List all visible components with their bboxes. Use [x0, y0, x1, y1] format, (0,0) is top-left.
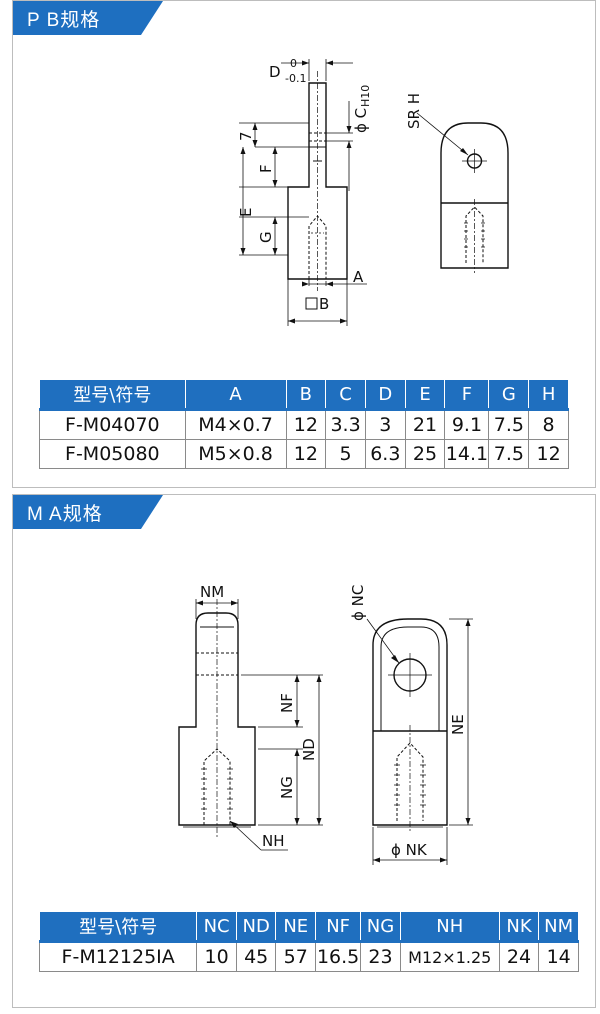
ma-th-nk: NK: [498, 911, 540, 943]
ma-front-view-outline: [372, 618, 448, 826]
table-cell: 21: [404, 409, 446, 440]
pb-dim-b-label: B: [319, 295, 329, 313]
table-cell: 5: [325, 439, 366, 469]
pb-dim-e-label: E: [237, 208, 255, 217]
table-cell: 14.1: [444, 439, 490, 469]
pb-dim-d-tol-lower: -0.1: [285, 72, 306, 85]
ma-th-model: 型号\符号: [38, 911, 198, 943]
ma-dim-nc-label: ϕ NC: [349, 585, 367, 621]
ma-spec-table: 型号\符号 NC ND NE NF NG NH NK NM F-M12125IA…: [38, 911, 579, 972]
ma-table-header-row: 型号\符号 NC ND NE NF NG NH NK NM: [38, 911, 579, 943]
table-cell: F-M04070: [39, 409, 186, 440]
ma-th-nf: NF: [315, 911, 362, 943]
table-cell: 24: [498, 941, 540, 972]
ma-th-nm: NM: [538, 911, 579, 943]
table-cell: 6.3: [364, 439, 406, 469]
ma-section-title: M A规格: [13, 495, 163, 529]
table-cell: F-M05080: [39, 439, 186, 469]
pb-panel: P B规格: [12, 0, 596, 488]
table-row: F-M05080 M5×0.8 12 5 6.3 25 14.1 7.5 12: [39, 439, 569, 469]
table-cell: 12: [528, 439, 569, 469]
pb-dim-phi-c-label: ϕ C: [352, 108, 370, 133]
table-cell: 45: [235, 941, 277, 972]
table-cell: 9.1: [444, 409, 490, 440]
pb-dim-f-label: F: [257, 164, 275, 173]
pb-section-title: P B规格: [13, 1, 163, 35]
pb-th-b: B: [285, 379, 327, 411]
pb-th-c: C: [325, 379, 366, 411]
ma-th-ne: NE: [275, 911, 317, 943]
pb-th-a: A: [184, 379, 287, 411]
pb-table-header-row: 型号\符号 A B C D E F G H: [39, 379, 569, 411]
ma-th-nd: ND: [235, 911, 277, 943]
ma-dim-nm-label: NM: [200, 583, 224, 601]
ma-dim-nk-label: ϕ NK: [391, 841, 428, 859]
ma-side-view-outline: [178, 612, 256, 826]
pb-spec-table: 型号\符号 A B C D E F G H F-M04070 M4×0.7 12…: [39, 379, 569, 469]
table-cell: 3: [364, 409, 406, 440]
ma-panel: M A规格: [12, 494, 596, 1008]
ma-th-nc: NC: [196, 911, 237, 943]
ma-drawing: NM NF ND NG NH ϕ NC NE ϕ NK: [178, 583, 473, 865]
pb-dim-srh-label: SR H: [405, 93, 423, 129]
pb-th-h: H: [528, 379, 569, 411]
pb-th-e: E: [404, 379, 446, 411]
table-cell: 25: [404, 439, 446, 469]
pb-th-g: G: [488, 379, 530, 411]
pb-dim-g-label: G: [257, 231, 275, 243]
table-cell: M4×0.7: [184, 409, 287, 440]
pb-dim-h10-label: H10: [359, 85, 372, 107]
pb-square-symbol: [305, 297, 318, 310]
table-cell: 23: [360, 941, 401, 972]
table-cell: 7.5: [488, 409, 530, 440]
ma-dim-nd-label: ND: [300, 738, 318, 761]
pb-dim-7-label: 7: [237, 131, 255, 141]
table-row: F-M12125IA 10 45 57 16.5 23 M12×1.25 24 …: [38, 941, 579, 972]
table-cell: 12: [285, 439, 327, 469]
pb-dim-a-label: A: [353, 268, 364, 286]
ma-th-nh: NH: [399, 911, 500, 943]
table-cell: F-M12125IA: [38, 941, 198, 972]
table-cell: 12: [285, 409, 327, 440]
pb-front-view-outline: [440, 122, 509, 269]
table-cell: 7.5: [488, 439, 530, 469]
pb-dim-d-label: D: [269, 63, 281, 81]
table-cell: 16.5: [315, 941, 362, 972]
table-cell: M5×0.8: [184, 439, 287, 469]
pb-th-model: 型号\符号: [39, 379, 186, 411]
table-cell: 10: [196, 941, 237, 972]
ma-th-ng: NG: [360, 911, 401, 943]
pb-drawing: D 0 -0.1 ϕ C H10 7 F E G A B SR H: [237, 57, 509, 326]
pb-dim-d-tol-upper: 0: [290, 57, 297, 70]
ma-dim-ng-label: NG: [278, 776, 296, 799]
table-cell: 3.3: [325, 409, 366, 440]
ma-dim-ne-label: NE: [449, 714, 467, 735]
ma-dim-nf-label: NF: [278, 693, 296, 713]
table-cell: 57: [275, 941, 317, 972]
pb-th-f: F: [444, 379, 490, 411]
table-cell: 14: [538, 941, 579, 972]
ma-dim-nh-label: NH: [262, 832, 285, 850]
table-cell: 8: [528, 409, 569, 440]
pb-th-d: D: [364, 379, 406, 411]
table-cell: M12×1.25: [399, 941, 500, 972]
table-row: F-M04070 M4×0.7 12 3.3 3 21 9.1 7.5 8: [39, 409, 569, 440]
